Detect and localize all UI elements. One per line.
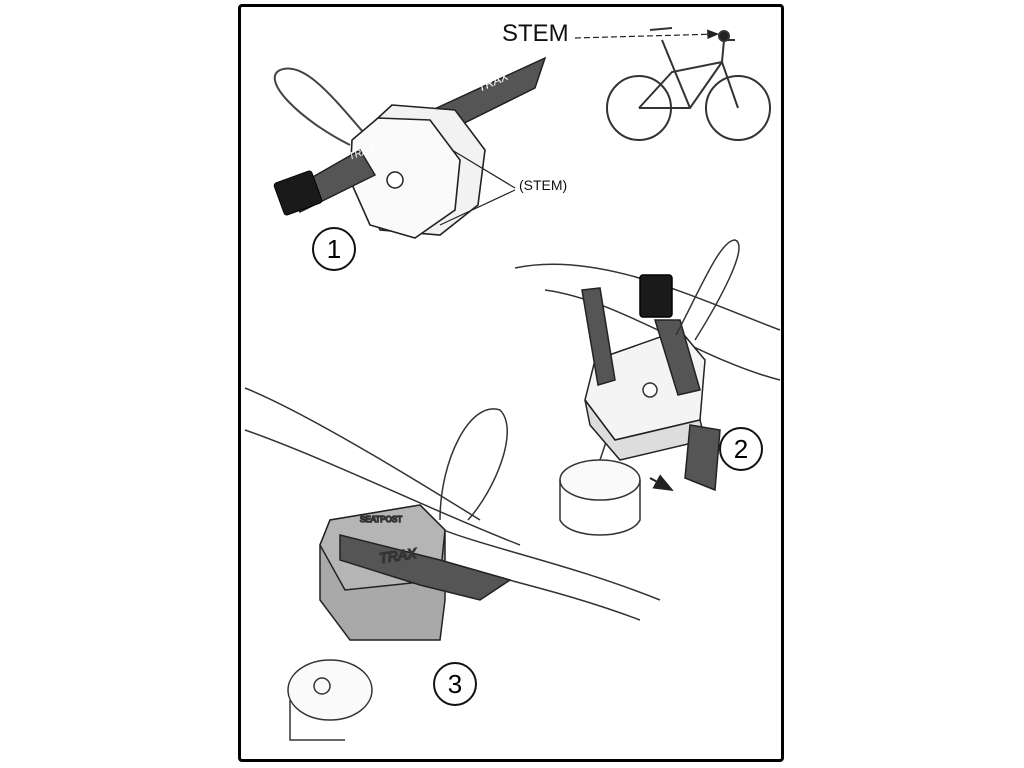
step2-stem-drawing bbox=[514, 239, 781, 536]
stem-callout-label: (STEM) bbox=[519, 177, 568, 193]
step-1-badge: 1 bbox=[312, 227, 356, 271]
strap-3 bbox=[339, 534, 512, 601]
step-3-badge: 3 bbox=[433, 662, 477, 706]
step3-mounted-drawing: TRAX SEATPOST bbox=[244, 387, 661, 741]
bungee-loop-3 bbox=[439, 408, 508, 521]
bungee-loop bbox=[273, 67, 371, 146]
buckle-2 bbox=[639, 274, 673, 318]
handlebar-3-lower bbox=[244, 429, 521, 546]
step-2-badge: 2 bbox=[719, 427, 763, 471]
stem-title: STEM bbox=[502, 20, 569, 47]
handlebar-3-upper bbox=[244, 387, 481, 521]
mount-front-hex bbox=[349, 117, 461, 239]
svg-text:SEATPOST: SEATPOST bbox=[360, 515, 402, 524]
strap-2-right bbox=[653, 319, 701, 396]
buckle bbox=[273, 170, 323, 216]
strap-2-left bbox=[581, 287, 616, 386]
step1-mount-drawing: TRAX TRAX bbox=[273, 56, 547, 239]
stem-leader-line bbox=[574, 29, 720, 40]
svg-text:TRAX: TRAX bbox=[378, 545, 418, 566]
bicycle-icon bbox=[606, 27, 771, 141]
stem-marker-icon bbox=[718, 30, 730, 42]
